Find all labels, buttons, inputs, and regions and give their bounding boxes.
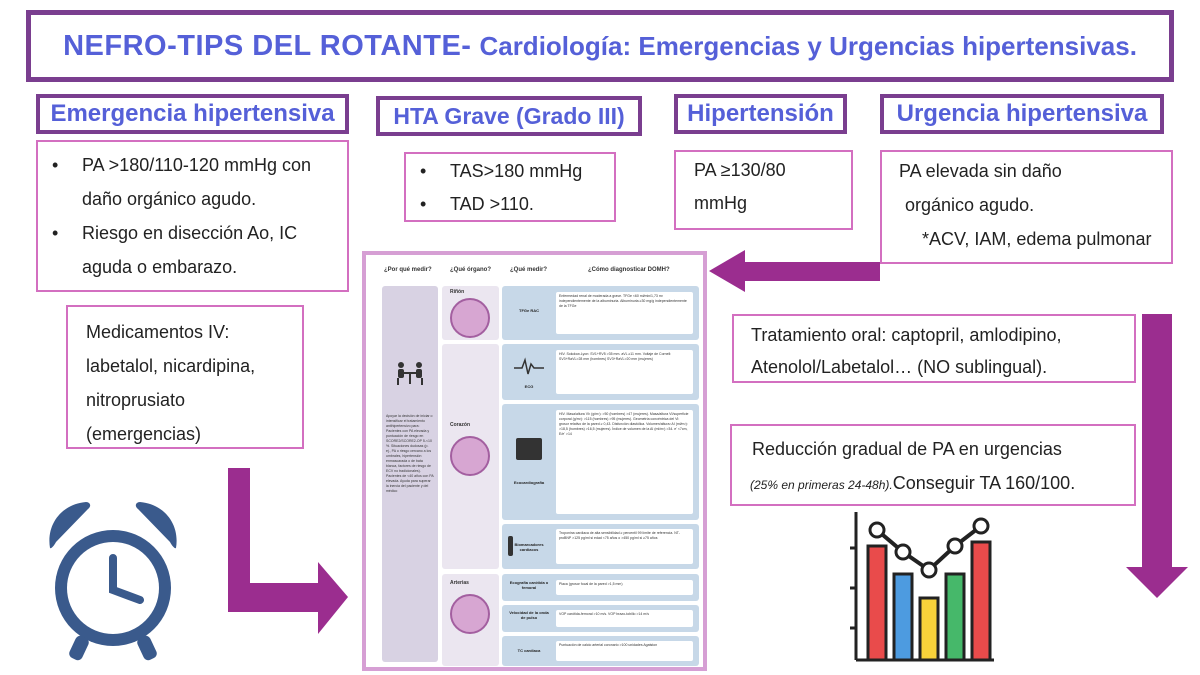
reduccion-small: (25% en primeras 24-48h). [750, 478, 893, 492]
urgencia-line3: *ACV, IAM, edema pulmonar [922, 229, 1152, 249]
hipertension-box: PA ≥130/80 mmHg [674, 150, 853, 230]
row-label: TFGe RAC [519, 308, 539, 313]
test-tube-icon [508, 536, 513, 556]
info-row: ECG HIV. Sokolow-Lyon: SV1+RV5 >35 mm. a… [502, 344, 699, 400]
organ-rinon: Riñón [442, 286, 499, 340]
arrow-left [709, 250, 880, 292]
header-hipertension: Hipertensión [674, 94, 847, 134]
medicamentos-box: Medicamentos IV: labetalol, nicardipina,… [66, 305, 304, 449]
organ-label: Riñón [450, 289, 465, 295]
header-hta-grave: HTA Grave (Grado III) [376, 96, 642, 136]
row-label: Ecocardiografía [513, 480, 545, 485]
reduccion-line2: Conseguir TA 160/100. [892, 473, 1076, 493]
list-item: TAD >110. [406, 188, 614, 221]
info-row: TC cardiaca Puntuación de calcio arteria… [502, 636, 699, 666]
tratamiento-line2: Atenolol/Labetalol… (NO sublingual). [751, 357, 1048, 377]
tratamiento-box: Tratamiento oral: captopril, amlodipino,… [732, 314, 1136, 383]
ultrasound-icon [516, 438, 542, 460]
info-row: Biomarcadores cardiacos Troponina cardia… [502, 524, 699, 569]
urgencia-box: PA elevada sin daño orgánico agudo. *ACV… [880, 150, 1173, 264]
row-desc: Placa (grosor focal de la pared >1,5 mm) [556, 580, 693, 595]
info-row: TFGe RAC Enfermedad renal de moderada a … [502, 286, 699, 340]
medicamentos-line3: nitroprusiato [86, 390, 186, 410]
organ-corazon: Corazón [442, 344, 499, 569]
title-box: NEFRO-TIPS DEL ROTANTE- Cardiología: Eme… [26, 10, 1174, 82]
row-desc: HIV. Sokolow-Lyon: SV1+RV5 >35 mm. aVL ≥… [556, 350, 693, 394]
artery-icon [450, 594, 490, 634]
info-left-text: Apoyar la decisión de iniciar o intensif… [386, 414, 434, 493]
list-item: PA >180/110-120 mmHg con daño orgánico a… [38, 148, 347, 216]
bar-line-chart-icon [850, 512, 994, 662]
urgencia-line2: orgánico agudo. [905, 195, 1035, 215]
urgencia-line1: PA elevada sin daño [899, 161, 1062, 181]
row-desc: VOP carótida-femoral >10 m/s. VOP brazo-… [556, 610, 693, 627]
info-row: Ecocardiografía HIV. Masa/altura VI² (g/… [502, 404, 699, 520]
heart-icon [450, 436, 490, 476]
emergencia-list: PA >180/110-120 mmHg con daño orgánico a… [38, 148, 347, 284]
title-sub: Cardiología: Emergencias y Urgencias hip… [479, 30, 1137, 61]
hta-grave-list: TAS>180 mmHg TAD >110. [406, 155, 614, 221]
medicamentos-line4: (emergencias) [86, 424, 202, 444]
hta-grave-box: TAS>180 mmHg TAD >110. [404, 152, 616, 222]
row-label: Velocidad de la onda de pulso [509, 610, 549, 620]
organ-label: Corazón [450, 422, 470, 428]
medicamentos-line1: Medicamentos IV: [86, 322, 230, 342]
list-item: TAS>180 mmHg [406, 155, 614, 188]
row-label: Biomarcadores cardiacos [514, 542, 544, 552]
infographic: ¿Por qué medir? ¿Qué órgano? ¿Qué medir?… [362, 251, 707, 671]
ecg-icon [514, 357, 544, 375]
row-desc: HIV. Masa/altura VI² (g/m²): >50 (hombre… [556, 410, 693, 514]
organ-arterias: Arterias [442, 574, 499, 666]
medicamentos-line2: labetalol, nicardipina, [86, 356, 256, 376]
row-label: Ecografía carótida o femoral [509, 580, 549, 590]
info-left-column: Apoyar la decisión de iniciar o intensif… [382, 286, 438, 662]
row-label: ECG [524, 384, 534, 389]
row-desc: Enfermedad renal de moderada a grave. TF… [556, 292, 693, 334]
info-row: Velocidad de la onda de pulso VOP caróti… [502, 605, 699, 632]
list-item: Riesgo en disección Ao, IC aguda o embar… [38, 216, 347, 284]
alarm-clock-icon [49, 502, 177, 661]
info-row: Ecografía carótida o femoral Placa (gros… [502, 574, 699, 601]
title-main: NEFRO-TIPS DEL ROTANTE- [63, 29, 472, 62]
header-urgencia: Urgencia hipertensiva [880, 94, 1164, 134]
info-col1: ¿Por qué medir? [384, 267, 432, 273]
consultation-icon [397, 362, 423, 385]
arrow-l-right [228, 468, 348, 634]
reduccion-line2-wrap: (25% en primeras 24-48h).Conseguir TA 16… [750, 466, 1134, 502]
info-col4: ¿Cómo diagnosticar DOMH? [588, 267, 670, 273]
row-label: TC cardiaca [517, 648, 541, 653]
organ-label: Arterias [450, 580, 469, 586]
header-emergencia: Emergencia hipertensiva [36, 94, 349, 134]
tratamiento-line1: Tratamiento oral: captopril, amlodipino, [751, 325, 1062, 345]
kidney-icon [450, 298, 490, 338]
info-col3: ¿Qué medir? [510, 267, 548, 273]
reduccion-box: Reducción gradual de PA en urgencias (25… [730, 424, 1136, 506]
reduccion-line1: Reducción gradual de PA en urgencias [752, 439, 1062, 459]
row-desc: Troponina cardiaca de alta sensibilidad … [556, 529, 693, 564]
row-desc: Puntuación de calcio arterial coronario … [556, 641, 693, 661]
emergencia-box: PA >180/110-120 mmHg con daño orgánico a… [36, 140, 349, 292]
info-col2: ¿Qué órgano? [450, 267, 491, 273]
